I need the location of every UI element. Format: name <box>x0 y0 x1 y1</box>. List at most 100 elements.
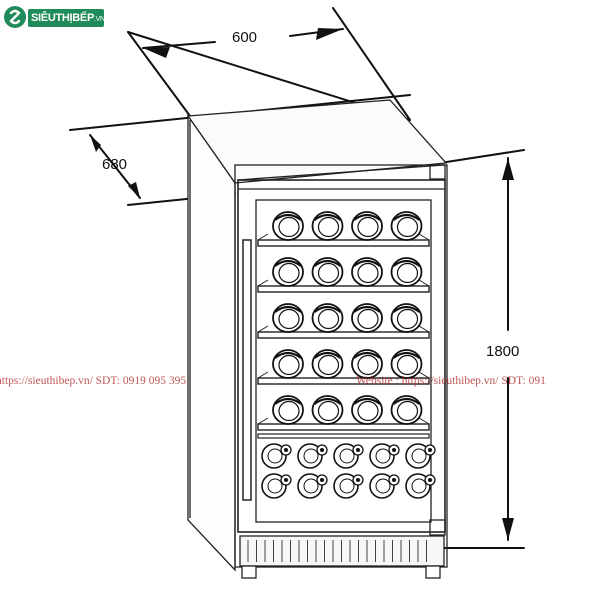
bottle-punt <box>396 216 419 238</box>
door-frame <box>234 164 448 568</box>
rack-bottle <box>261 443 287 469</box>
shelf-edge <box>257 417 269 425</box>
bottle-shoulder <box>392 397 421 405</box>
bottle-punt <box>317 216 340 238</box>
rack-bottle <box>333 443 359 469</box>
bottle-punt <box>317 262 340 284</box>
rack-bottle-cork <box>284 478 288 482</box>
bottle-shoulder <box>274 305 302 313</box>
rack-bottle-cork <box>428 448 432 452</box>
rack-bottle-cork <box>392 478 396 482</box>
shelf-edge <box>257 279 269 287</box>
rack-bottle-cork <box>320 448 324 452</box>
bottle-punt <box>357 216 379 238</box>
bottle-punt <box>396 262 419 284</box>
rack-bottle-cork <box>428 478 432 482</box>
rack-bottle <box>405 473 431 499</box>
bottle-shoulder <box>353 305 381 313</box>
rack-bottle-punt <box>267 478 283 494</box>
hinge-bottom <box>429 519 446 536</box>
bottle-punt <box>396 354 419 376</box>
rack-bottle-punt <box>339 478 355 494</box>
bottle-shoulder <box>392 305 421 313</box>
door-outer <box>237 179 446 533</box>
bottle-shoulder <box>392 213 421 221</box>
bottle-shoulder <box>313 259 342 267</box>
shelf-edge <box>418 417 430 425</box>
rack-bottle <box>261 473 287 499</box>
bottle-punt <box>278 354 300 376</box>
width-dimension-line <box>289 28 344 37</box>
rack-bottle-punt <box>411 478 427 494</box>
rack-bottle <box>333 473 359 499</box>
foot-right <box>425 565 441 579</box>
shelf-edge <box>418 233 430 241</box>
bottle-punt <box>317 400 340 422</box>
shelf <box>257 377 430 385</box>
bottle-punt <box>278 216 300 238</box>
shelf <box>257 285 430 293</box>
bottle-punt <box>317 308 340 330</box>
depth-arrow-top <box>90 135 101 152</box>
shelf-edge <box>257 233 269 241</box>
door-handle <box>242 239 252 501</box>
bottle-punt <box>357 354 379 376</box>
bottle-shoulder <box>274 397 302 405</box>
bottle-shoulder <box>392 351 421 359</box>
height-arrow-bottom <box>502 518 514 540</box>
rack-bottle-cork <box>320 478 324 482</box>
site-logo[interactable]: SIÊUTHỊBẾP.VN <box>4 6 105 30</box>
rack-bottle <box>297 443 323 469</box>
rack-bottle-punt <box>375 478 391 494</box>
rack-bottle <box>369 473 395 499</box>
bottle-punt <box>278 308 300 330</box>
shelf <box>257 239 430 247</box>
shelf-edge <box>257 325 269 333</box>
hinge-top <box>429 164 446 180</box>
rack-bottle <box>369 443 395 469</box>
bottle-shoulder <box>392 259 421 267</box>
depth-arrow-bottom <box>128 182 140 198</box>
bottle-shoulder <box>353 351 381 359</box>
bottle-shoulder <box>274 351 302 359</box>
bottle-punt <box>396 308 419 330</box>
bottle-shoulder <box>274 259 302 267</box>
rack-bottle-punt <box>411 448 427 464</box>
bottle-punt <box>357 308 379 330</box>
shelf-edge <box>418 279 430 287</box>
width-extension-line <box>332 7 411 121</box>
width-label: 600 <box>232 29 258 46</box>
watermark-right: Website : https://sieuthibep.vn/ SDT: 09… <box>356 375 546 387</box>
bottle-shoulder <box>313 351 342 359</box>
rack-bottle-punt <box>303 478 319 494</box>
bottle-punt <box>357 400 379 422</box>
bottle-shoulder <box>353 259 381 267</box>
shelf-edge <box>418 371 430 379</box>
rack-bottle-cork <box>356 478 360 482</box>
rack-bottle-cork <box>284 448 288 452</box>
width-extension-line <box>127 31 191 117</box>
bottle-shoulder <box>313 397 342 405</box>
width-dimension-line <box>142 41 216 49</box>
width-arrow-left <box>143 47 170 58</box>
shelf <box>257 331 430 339</box>
bottle-punt <box>317 354 340 376</box>
rack-bottle-cork <box>356 448 360 452</box>
shelf-edge <box>418 325 430 333</box>
bottle-shoulder <box>313 213 342 221</box>
rack-bottle-punt <box>375 448 391 464</box>
bottom-rack-bar <box>257 433 430 439</box>
rack-bottle-cork <box>392 448 396 452</box>
bottle-punt <box>396 400 419 422</box>
watermark-left: https://sieuthibep.vn/ SDT: 0919 095 395 <box>0 375 187 387</box>
shelf <box>257 423 430 431</box>
bottle-shoulder <box>353 213 381 221</box>
bottle-punt <box>278 400 300 422</box>
logo-badge-icon <box>4 6 26 28</box>
rack-bottle-punt <box>303 448 319 464</box>
height-label: 1800 <box>486 343 520 360</box>
door-glass <box>255 199 432 523</box>
cabinet-side <box>187 113 236 572</box>
